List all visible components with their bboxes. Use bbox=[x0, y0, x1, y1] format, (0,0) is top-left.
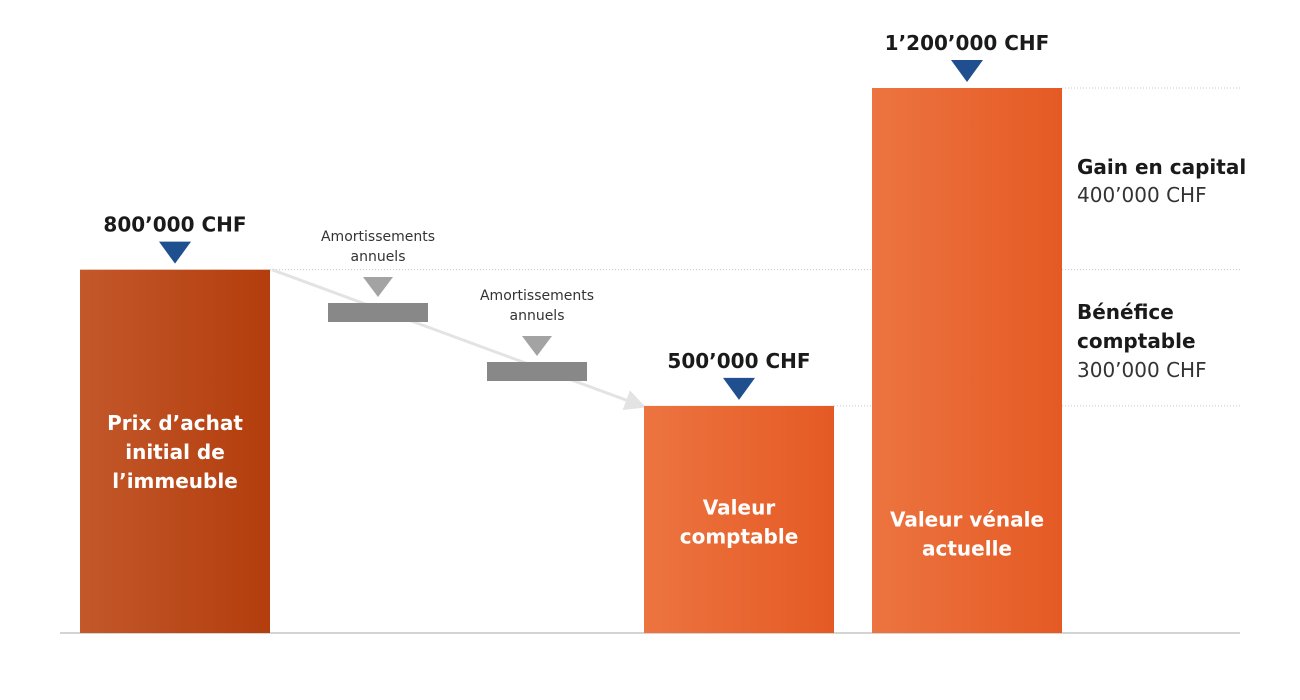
triangle-down-icon bbox=[159, 241, 191, 264]
bar-market bbox=[872, 88, 1062, 633]
bar-label: actuelle bbox=[922, 537, 1012, 561]
value-label: 800’000 CHF bbox=[103, 213, 246, 237]
depreciation-label: Amortissements bbox=[480, 288, 594, 304]
bar-label: initial de bbox=[125, 440, 225, 464]
depreciation-step bbox=[487, 362, 587, 381]
bar-label: comptable bbox=[680, 525, 799, 549]
annotation-value: 400’000 CHF bbox=[1077, 183, 1207, 207]
bar-purchase bbox=[80, 269, 270, 633]
value-label: 1’200’000 CHF bbox=[885, 31, 1050, 55]
value-label: 500’000 CHF bbox=[667, 349, 810, 373]
annotation-title: comptable bbox=[1077, 329, 1196, 353]
triangle-down-icon bbox=[363, 277, 393, 297]
depreciation-label: annuels bbox=[351, 249, 406, 265]
triangle-down-icon bbox=[951, 60, 983, 82]
depreciation-label: Amortissements bbox=[321, 229, 435, 245]
annotation-title: Bénéfice bbox=[1077, 300, 1174, 324]
bar-label: l’immeuble bbox=[112, 469, 238, 493]
bar-label: Valeur bbox=[703, 496, 776, 520]
annotation-value: 300’000 CHF bbox=[1077, 358, 1207, 382]
depreciation-arrow bbox=[271, 268, 646, 410]
annotation-title: Gain en capital bbox=[1077, 155, 1246, 179]
depreciation-step bbox=[328, 303, 428, 322]
depreciation-label: annuels bbox=[510, 308, 565, 324]
triangle-down-icon bbox=[522, 336, 552, 356]
bar-book bbox=[644, 405, 834, 633]
triangle-down-icon bbox=[723, 377, 755, 400]
bar-label: Prix d’achat bbox=[107, 411, 243, 435]
bar-label: Valeur vénale bbox=[890, 508, 1044, 532]
